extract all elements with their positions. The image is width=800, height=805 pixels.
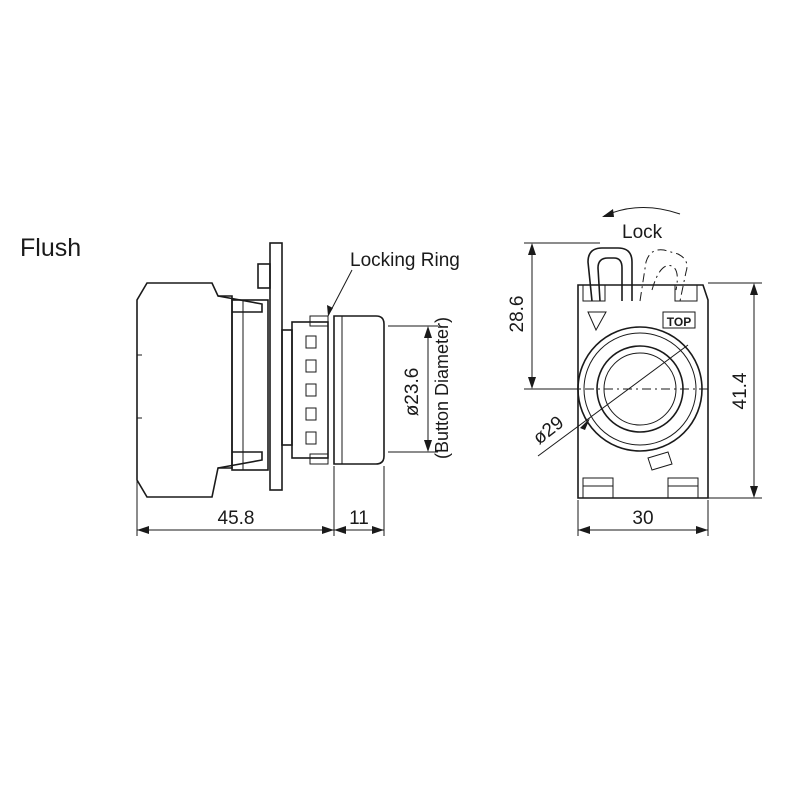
bezel [333, 315, 385, 465]
length-arrow-right [372, 526, 384, 534]
terminal-bottom-left [582, 477, 614, 499]
ring-notch-1 [305, 335, 317, 349]
ring-tab-bottom [309, 453, 329, 465]
latch-adapter [231, 299, 269, 471]
lock-lever-rotated-inner [651, 265, 678, 291]
length-arrow-mid-right [334, 526, 346, 534]
width-arrow-right [696, 526, 708, 534]
terminal-top-left [582, 284, 606, 302]
button-diameter-value: ø23.6 [402, 368, 423, 417]
mount-tab [257, 263, 271, 289]
height-arrow-bottom [750, 486, 758, 498]
contact-block-body [136, 282, 233, 498]
ring-tab-top [309, 315, 329, 327]
lock-arrowhead [602, 209, 614, 217]
bezel-dia-leader [537, 344, 689, 457]
ring-notch-4 [305, 407, 317, 421]
button-dia-arrow-bottom [424, 440, 432, 452]
lock-label: Lock [622, 222, 663, 243]
body-length-value: 45.8 [218, 508, 255, 529]
ring-notch-5 [305, 431, 317, 445]
bezel-dia-arrow [580, 418, 590, 430]
top-offset-arrow-bottom [528, 377, 536, 389]
ring-notch-3 [305, 383, 317, 397]
length-arrow-mid-left [322, 526, 334, 534]
lock-arc [603, 206, 681, 217]
mounting-panel [269, 242, 283, 491]
drawing-title: Flush [20, 234, 81, 262]
ring-notch-2 [305, 359, 317, 373]
locking-ring-label: Locking Ring [350, 250, 460, 271]
front-view: Lock TOP ø29 28.6 41.4 [507, 206, 762, 536]
button-dia-arrow-top [424, 326, 432, 338]
top-mark-box [662, 311, 696, 329]
bezel-inner-circle [583, 332, 697, 446]
side-view: Locking Ring ø23.6 (Button Diameter) 45.… [136, 242, 460, 536]
terminal-bottom-right [667, 477, 699, 499]
top-offset-arrow-top [528, 243, 536, 255]
width-value: 30 [632, 508, 653, 529]
lock-lever [587, 247, 633, 302]
lower-clip [217, 451, 263, 469]
width-arrow-left [578, 526, 590, 534]
locking-ring-arrowhead [327, 305, 333, 316]
bezel-tab [647, 451, 673, 471]
locking-ring [291, 321, 329, 459]
bezel-diameter-value: ø29 [529, 412, 568, 449]
terminal-top-right [674, 284, 698, 302]
lock-lever-rotated [639, 249, 688, 302]
corner-mark [587, 311, 607, 332]
height-arrow-top [750, 283, 758, 295]
top-offset-value: 28.6 [507, 296, 528, 333]
top-mark: TOP [667, 315, 691, 329]
neck [281, 329, 293, 446]
lock-lever-inner [597, 257, 623, 302]
height-value: 41.4 [730, 372, 751, 409]
button-length-value: 11 [349, 508, 369, 529]
button-diameter-label: (Button Diameter) [432, 317, 452, 459]
upper-clip [217, 295, 263, 313]
length-arrow-left [137, 526, 149, 534]
